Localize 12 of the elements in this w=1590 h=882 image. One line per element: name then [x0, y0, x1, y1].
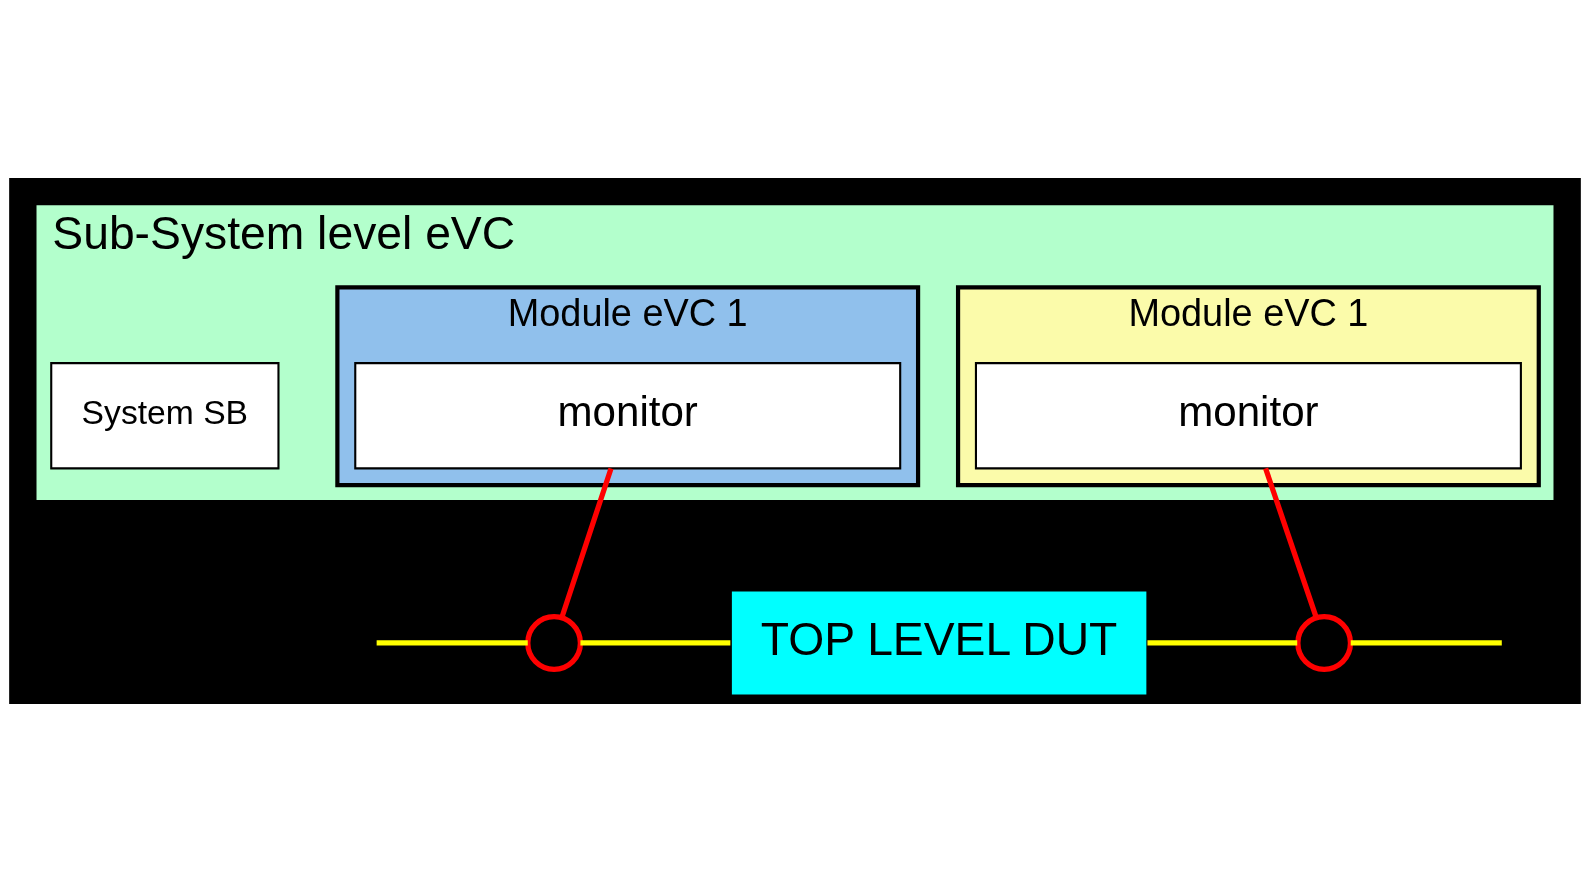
node-box: TOP LEVEL DUT: [729, 589, 1149, 697]
connector: [376, 640, 528, 646]
node-box: monitor: [974, 362, 1522, 470]
node-circle: [1295, 614, 1354, 672]
connector: [580, 640, 731, 646]
connector: [559, 467, 614, 619]
node-box: monitor: [354, 362, 902, 470]
connector: [1147, 640, 1298, 646]
connector: [1350, 640, 1502, 646]
node-box: System SB: [50, 362, 280, 470]
connector: [1263, 467, 1319, 619]
node-circle: [525, 614, 583, 672]
